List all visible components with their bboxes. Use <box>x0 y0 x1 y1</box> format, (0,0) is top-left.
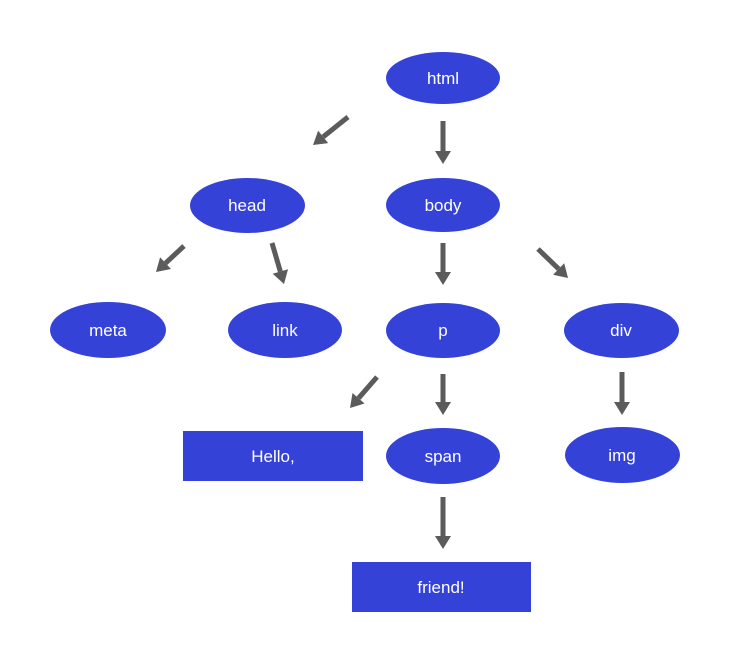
arrow-p-span <box>435 374 451 415</box>
arrow-head-link <box>269 242 289 284</box>
node-label-p: p <box>438 320 448 340</box>
arrow-p-hello <box>350 375 379 408</box>
node-label-span: span <box>424 446 462 466</box>
node-span: span <box>386 428 500 484</box>
node-label-html: html <box>426 68 460 88</box>
node-label-meta: meta <box>89 320 127 340</box>
arrow-span-friend <box>435 497 451 549</box>
node-link: link <box>228 302 342 358</box>
arrow-head-meta <box>156 244 186 272</box>
node-label-friend: friend! <box>417 577 465 597</box>
node-label-link: link <box>272 320 298 340</box>
node-head: head <box>189 177 305 233</box>
node-img: img <box>564 427 680 483</box>
node-label-body: body <box>424 195 462 215</box>
arrow-html-body <box>435 121 451 164</box>
node-label-head: head <box>228 195 266 215</box>
arrow-html-head <box>313 115 350 145</box>
node-label-img: img <box>608 445 636 465</box>
arrow-div-img <box>614 372 630 415</box>
node-friend: friend! <box>351 562 531 612</box>
node-html: html <box>386 52 500 104</box>
node-p: p <box>386 302 500 358</box>
node-div: div <box>563 302 679 358</box>
node-body: body <box>386 178 500 232</box>
node-hello: Hello, <box>183 431 363 481</box>
arrow-body-p <box>435 243 451 285</box>
arrow-body-div <box>536 247 568 278</box>
node-label-hello: Hello, <box>251 446 295 466</box>
node-label-div: div <box>610 320 632 340</box>
node-meta: meta <box>50 302 166 358</box>
